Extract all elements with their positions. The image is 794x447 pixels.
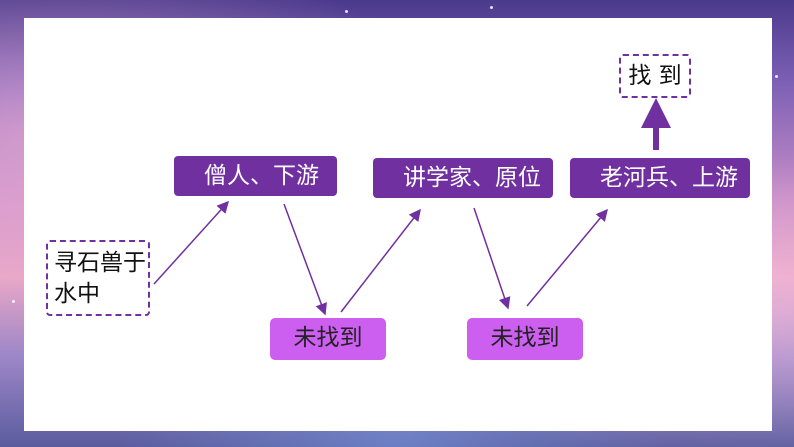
star-decoration (775, 75, 778, 78)
result-box-not-found-1: 未找到 (270, 318, 386, 360)
start-text-line2: 水中 (54, 281, 100, 307)
arrow-start-to-monk (153, 200, 230, 285)
arrow-notfound-to-veteran (526, 208, 608, 307)
result-label-not-found-1: 未找到 (293, 325, 363, 351)
star-decoration (345, 10, 348, 13)
found-label: 找 到 (628, 63, 682, 89)
step-box-veteran: 老河兵、上游 (570, 158, 750, 198)
result-label-not-found-2: 未找到 (490, 325, 560, 351)
star-decoration (490, 6, 493, 9)
arrow-monk-to-notfound (283, 203, 327, 316)
step-box-scholar: 讲学家、原位 (373, 158, 553, 198)
start-box: 寻石兽于 水中 (46, 240, 150, 316)
result-box-not-found-2: 未找到 (467, 318, 583, 360)
arrow-notfound-to-scholar (340, 208, 421, 313)
star-decoration (12, 300, 15, 303)
found-box: 找 到 (619, 54, 691, 98)
arrow-scholar-to-notfound (473, 207, 511, 310)
step-label-veteran: 老河兵、上游 (600, 165, 738, 191)
step-label-scholar: 讲学家、原位 (403, 165, 541, 191)
step-label-monk: 僧人、下游 (204, 163, 319, 189)
start-text-line1: 寻石兽于 (54, 250, 146, 276)
step-box-monk: 僧人、下游 (174, 156, 337, 196)
